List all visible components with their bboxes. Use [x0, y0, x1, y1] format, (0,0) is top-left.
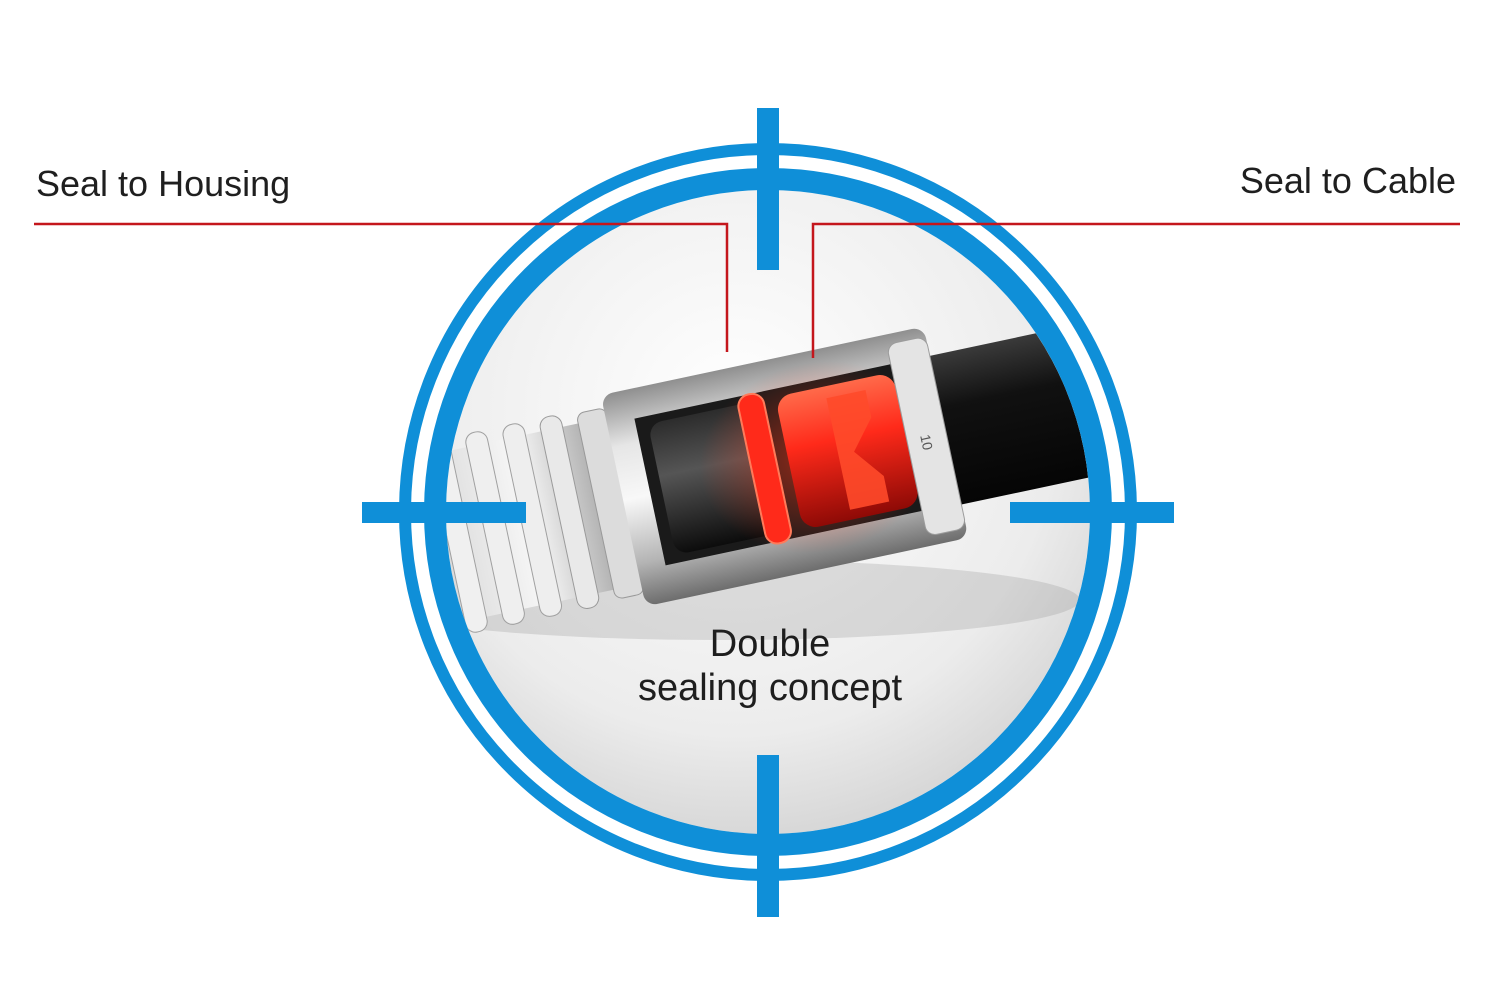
housing-seal-ring — [737, 392, 792, 545]
leader-line-housing — [34, 222, 729, 352]
caption-line-1: Double — [709, 623, 831, 665]
gland-illustration: 10 — [446, 190, 1090, 834]
caption-line-2: sealing concept — [637, 667, 903, 709]
callout-seal-to-cable: Seal to Cable — [1239, 160, 1456, 201]
callout-seal-to-housing: Seal to Housing — [36, 163, 291, 204]
leader-line-cable — [811, 222, 1460, 358]
reticle-ticks — [362, 108, 1174, 917]
leader-lines — [34, 222, 1460, 358]
threaded-body — [446, 408, 644, 633]
cable-jacket — [921, 305, 1090, 505]
part-marking: 10 — [917, 433, 936, 452]
center-caption: Double sealing concept — [570, 622, 970, 710]
